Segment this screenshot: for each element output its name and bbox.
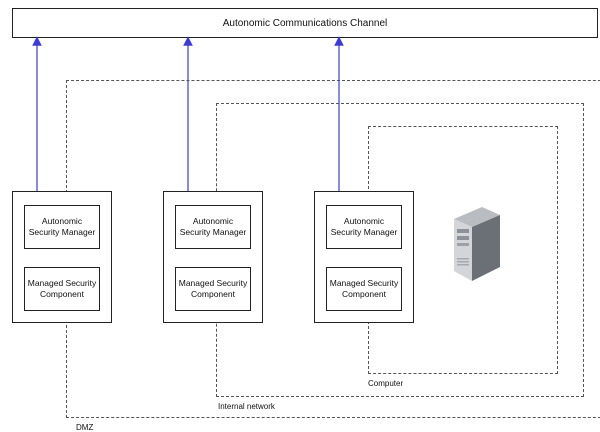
computer-zone-label: Computer — [368, 379, 404, 388]
security-node-1: Autonomic Security Manager Managed Secur… — [12, 191, 112, 323]
communications-channel: Autonomic Communications Channel — [12, 8, 598, 38]
manager-label: Autonomic Security Manager — [330, 216, 398, 237]
security-node-2: Autonomic Security Manager Managed Secur… — [163, 191, 263, 323]
autonomic-security-manager-box: Autonomic Security Manager — [175, 205, 251, 249]
managed-security-component-box: Managed Security Component — [175, 267, 251, 311]
component-label: Managed Security Component — [329, 278, 399, 299]
manager-label: Autonomic Security Manager — [179, 216, 247, 237]
dmz-zone-label: DMZ — [76, 423, 94, 432]
manager-label: Autonomic Security Manager — [28, 216, 96, 237]
managed-security-component-box: Managed Security Component — [24, 267, 100, 311]
server-tower-icon — [454, 207, 500, 281]
component-label: Managed Security Component — [27, 278, 97, 299]
internal-network-zone-label: Internal network — [218, 402, 275, 411]
managed-security-component-box: Managed Security Component — [326, 267, 402, 311]
autonomic-security-manager-box: Autonomic Security Manager — [326, 205, 402, 249]
channel-label: Autonomic Communications Channel — [222, 17, 388, 29]
security-node-3: Autonomic Security Manager Managed Secur… — [314, 191, 414, 323]
component-label: Managed Security Component — [178, 278, 248, 299]
autonomic-security-manager-box: Autonomic Security Manager — [24, 205, 100, 249]
